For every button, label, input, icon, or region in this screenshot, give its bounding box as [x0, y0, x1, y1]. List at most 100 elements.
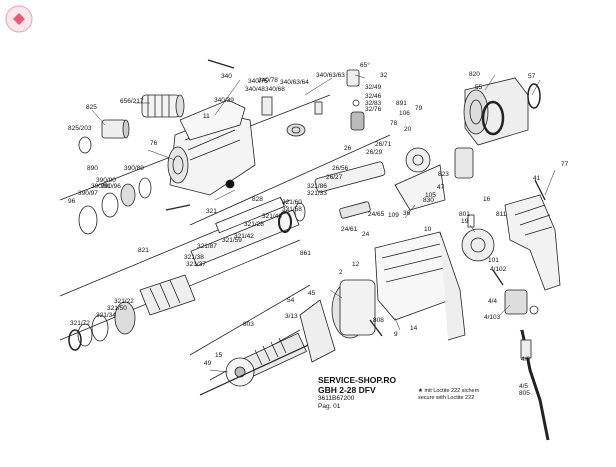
part-label: 340: [221, 73, 232, 80]
loctite-note-de: ★ mit Loctite 222 sichern: [418, 388, 480, 394]
part-label: 26/71: [375, 141, 392, 148]
part-label: 811: [496, 211, 507, 218]
part-label: 890: [87, 165, 98, 172]
housing-cover-part: [179, 99, 246, 141]
part-label: 4/102: [490, 266, 507, 273]
part-label: 106: [399, 110, 410, 117]
part-label: 32/76: [365, 106, 382, 113]
sleeve-part: [78, 119, 130, 154]
part-label: 321/33: [307, 190, 327, 197]
part-label: 321/86: [307, 183, 327, 190]
part-label: 15: [215, 352, 223, 359]
tool-holder-part: [68, 274, 196, 351]
part-label: 340/39: [214, 97, 234, 104]
part-label: 109: [388, 212, 399, 219]
part-label: 321/34: [96, 312, 116, 319]
part-label: 801: [459, 211, 470, 218]
switch-part: [346, 69, 365, 131]
part-label: 321/37: [186, 261, 206, 268]
part-code: 3611B67200: [318, 395, 355, 402]
part-label: 32/46: [365, 93, 382, 100]
shop-name: SERVICE-SHOP.RO: [318, 375, 397, 385]
part-label: 808: [373, 317, 384, 324]
part-label: 47: [437, 184, 445, 191]
part-label: 32/49: [365, 84, 382, 91]
loctite-note: ★ mit Loctite 222 sichern secure with Lo…: [418, 388, 480, 402]
shop-logo: [5, 5, 33, 33]
part-label: 823: [438, 171, 449, 178]
part-label: 340/48: [245, 86, 265, 93]
part-label: 321/22: [114, 298, 134, 305]
part-label: 24/61: [341, 226, 358, 233]
separator-line: [189, 134, 391, 226]
part-label: 49: [204, 360, 212, 367]
leader-lines: [91, 74, 556, 373]
part-label: 79: [415, 105, 423, 112]
part-label: 26/29: [366, 149, 383, 156]
part-label: 803: [243, 321, 254, 328]
motor-housing-part: [374, 231, 466, 341]
part-label: 78: [390, 120, 398, 127]
info-block: SERVICE-SHOP.RO GBH 2-28 DFV 3611B67200 …: [318, 375, 396, 411]
part-label: 19: [461, 218, 469, 225]
part-label: 36: [403, 210, 411, 217]
flange-part: [463, 77, 541, 146]
part-label: 390/96: [101, 183, 121, 190]
separator-line: [189, 284, 311, 356]
part-label: 321/50: [107, 305, 127, 312]
part-label: 20: [404, 126, 412, 133]
part-label: 321/60: [282, 199, 302, 206]
part-label: 55: [475, 84, 483, 91]
part-label: 4/5: [519, 383, 529, 390]
part-label: 41: [533, 175, 541, 182]
loctite-note-en: secure with Loctite 222: [418, 395, 475, 401]
part-label: 321: [206, 208, 217, 215]
part-label: 861: [300, 250, 311, 257]
part-label: 11: [203, 113, 210, 120]
part-label: 390/90: [96, 177, 116, 184]
part-label: 820: [469, 71, 480, 78]
part-label: 321/28: [244, 221, 264, 228]
gear-part: [394, 147, 474, 211]
part-label: 24: [362, 231, 370, 238]
part-label: 9: [394, 331, 398, 338]
part-label: 16: [483, 196, 491, 203]
part-label: 10: [424, 226, 432, 233]
part-label: 321/46: [262, 213, 282, 220]
part-label: 26/27: [326, 174, 343, 181]
part-label: 54: [287, 297, 295, 304]
part-label: 830: [423, 197, 434, 204]
stator-part: [299, 279, 376, 363]
ring-set-part: [78, 177, 152, 235]
cable-part: [520, 305, 550, 441]
part-label: 321/42: [234, 233, 254, 240]
hammer-tube-part: [190, 196, 306, 267]
part-label: 828: [252, 196, 263, 203]
handle-part: [504, 194, 561, 315]
part-label: 14: [410, 325, 418, 332]
part-label: 821: [138, 247, 149, 254]
part-label: 45: [308, 290, 316, 297]
part-label: 26/56: [332, 165, 349, 172]
washer-part: [261, 96, 323, 137]
part-label: 77: [561, 161, 569, 168]
part-label: 65°: [360, 62, 370, 69]
screw-set-part: [165, 59, 546, 337]
part-label: 96: [68, 198, 76, 205]
part-label: 321/72: [70, 320, 90, 327]
part-label: 4/6: [521, 356, 531, 363]
part-label: 321/38: [184, 254, 204, 261]
part-label: 390/97: [78, 190, 98, 197]
part-label: 321/58: [282, 206, 302, 213]
page-number: Pag. 01: [318, 403, 341, 410]
part-label: 57: [528, 73, 536, 80]
part-label: 656/217: [120, 98, 144, 105]
part-label: 390/91: [91, 183, 111, 190]
part-label: 825/203: [68, 125, 92, 132]
model-name: GBH 2-28 DFV: [318, 385, 376, 395]
part-label: 3/13: [285, 313, 298, 320]
part-label: 12: [352, 261, 360, 268]
part-label: 76: [150, 140, 158, 147]
